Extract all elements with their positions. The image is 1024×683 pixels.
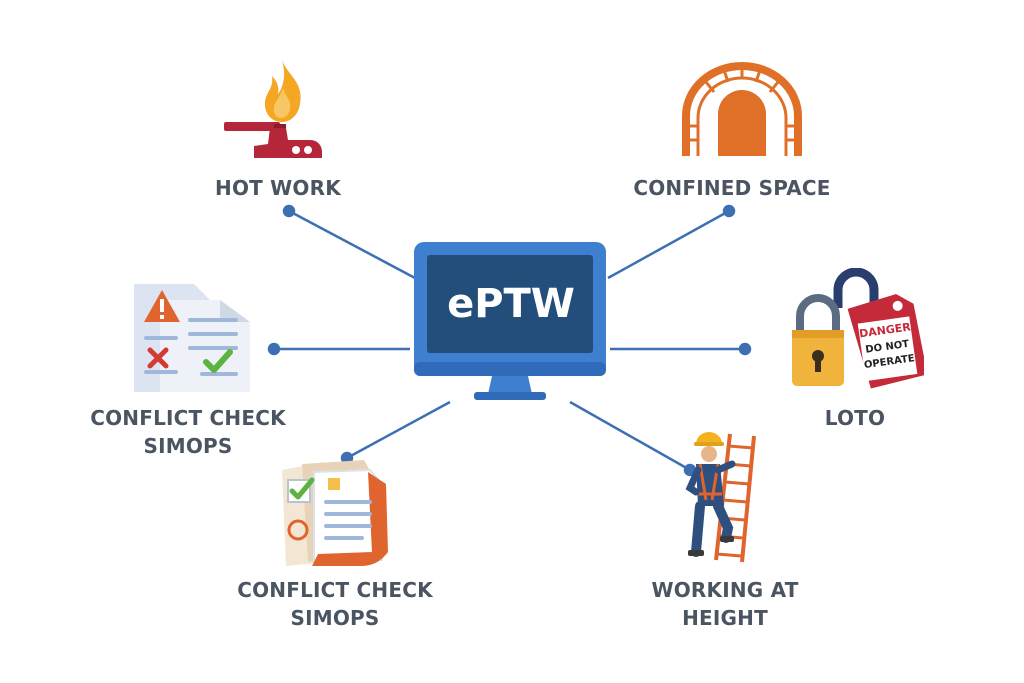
connector-hot-work [288,209,416,280]
hot-work-label: HOT WORK [215,176,341,200]
confined-space-label: CONFINED SPACE [633,176,831,200]
conflict-check-left-line1: CONFLICT CHECK [90,406,286,430]
center-title: ePTW [447,281,575,327]
document-checklist-icon [282,460,388,566]
conflict-check-bottom-line1: CONFLICT CHECK [237,578,433,602]
connector-confined-space [607,209,730,280]
connector-height [569,400,691,472]
checklist-warning-icon [134,284,250,392]
worker-ladder-icon [685,432,756,563]
torch-flame-icon [224,60,322,158]
working-at-height-line2: HEIGHT [682,606,768,630]
working-at-height-line1: WORKING AT [651,578,799,602]
tunnel-arch-icon [682,62,802,156]
conflict-check-left-line2: SIMOPS [143,434,233,458]
working-at-height-label: WORKING AT HEIGHT [630,576,820,632]
loto-label: LOTO [824,406,886,430]
padlock-danger-tag-icon: DANGER DO NOT OPERATE [792,268,924,389]
connector-conflict-bottom [346,400,451,460]
conflict-check-left-label: CONFLICT CHECK SIMOPS [88,404,288,460]
monitor-icon [414,242,606,400]
conflict-check-bottom-label: CONFLICT CHECK SIMOPS [230,576,440,632]
conflict-check-bottom-line2: SIMOPS [290,606,380,630]
